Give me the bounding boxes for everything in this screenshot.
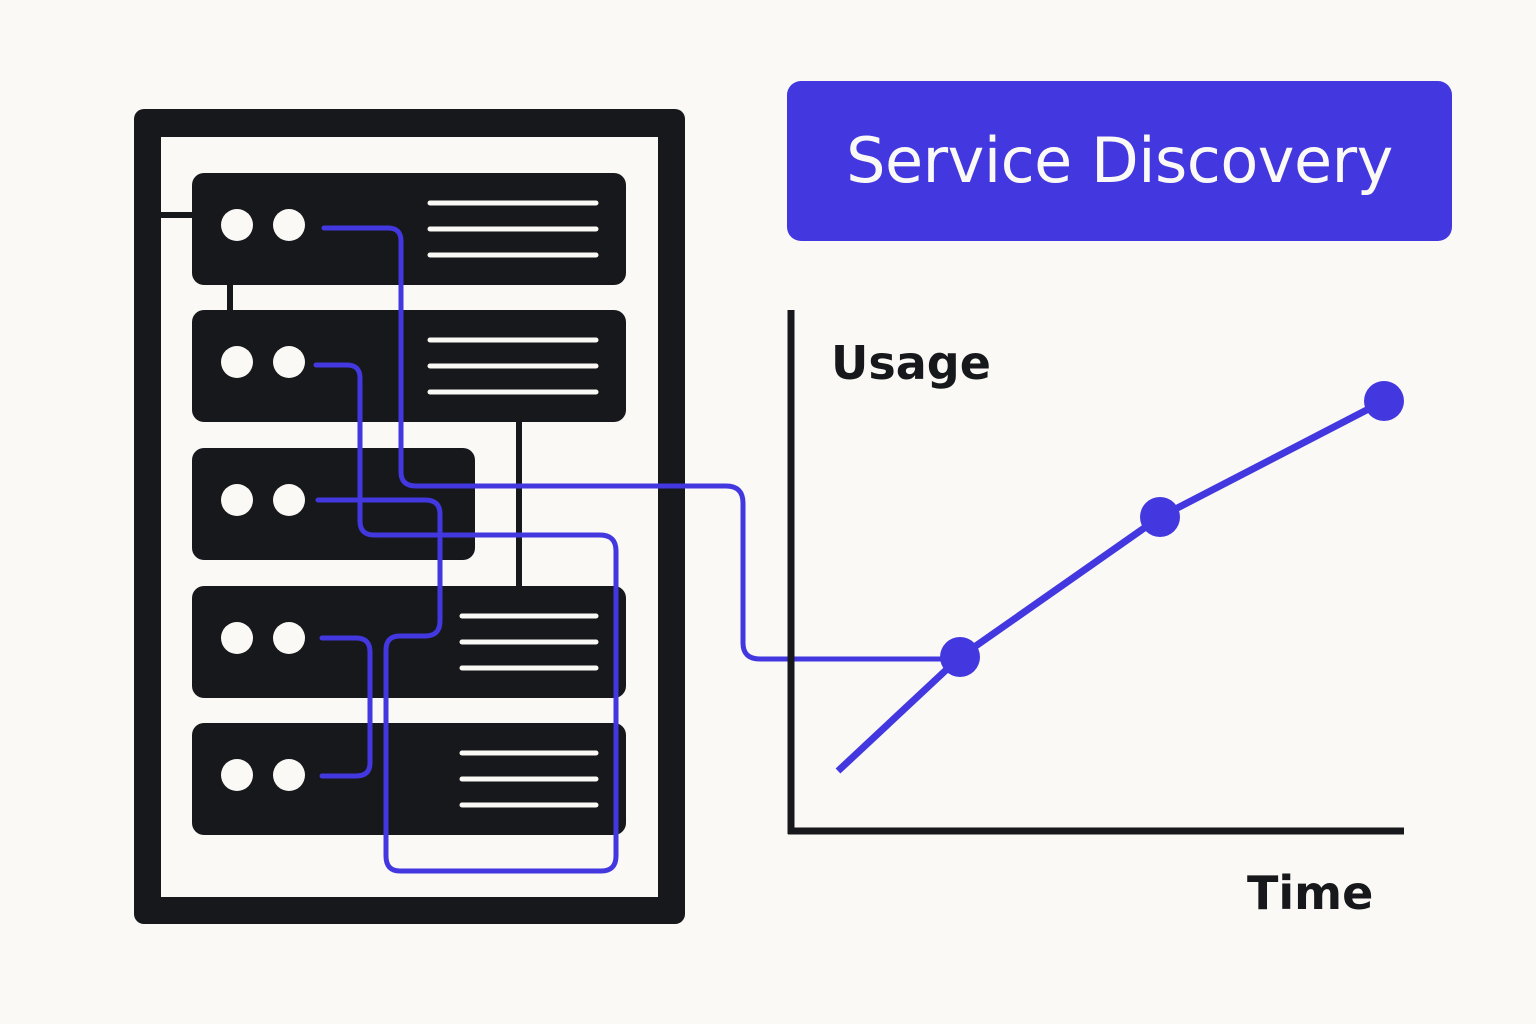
page-title: Service Discovery [846,124,1393,197]
status-light-icon [221,209,253,241]
data-point [1140,497,1180,537]
status-light-icon [221,484,253,516]
connection-line [313,362,619,874]
connection-line [319,635,373,779]
text-lines-icon [427,200,599,258]
text-lines-icon [459,750,599,808]
connection-lines [313,225,958,874]
text-lines-icon [459,613,599,671]
y-axis-label: Usage [831,336,991,390]
usage-series-line [835,397,1386,774]
server-rack-icon [134,109,685,924]
title-banner: Service Discovery [787,81,1452,241]
server-unit-icon [192,310,626,422]
server-unit-icon [192,448,475,560]
server-unit-body [192,448,475,560]
data-point [940,637,980,677]
text-lines-icon [427,337,599,395]
server-unit-icon [192,586,626,698]
status-light-icon [273,346,305,378]
data-point [1364,381,1404,421]
status-light-icon [273,484,305,516]
x-axis-label: Time [1247,866,1374,920]
status-light-icon [273,759,305,791]
server-unit-icon [192,723,626,835]
server-unit-icon [192,173,626,285]
status-light-icon [221,759,253,791]
connection-line [321,225,958,662]
status-light-icon [221,346,253,378]
usage-chart [787,310,1404,835]
status-light-icon [273,622,305,654]
status-light-icon [273,209,305,241]
status-light-icon [221,622,253,654]
